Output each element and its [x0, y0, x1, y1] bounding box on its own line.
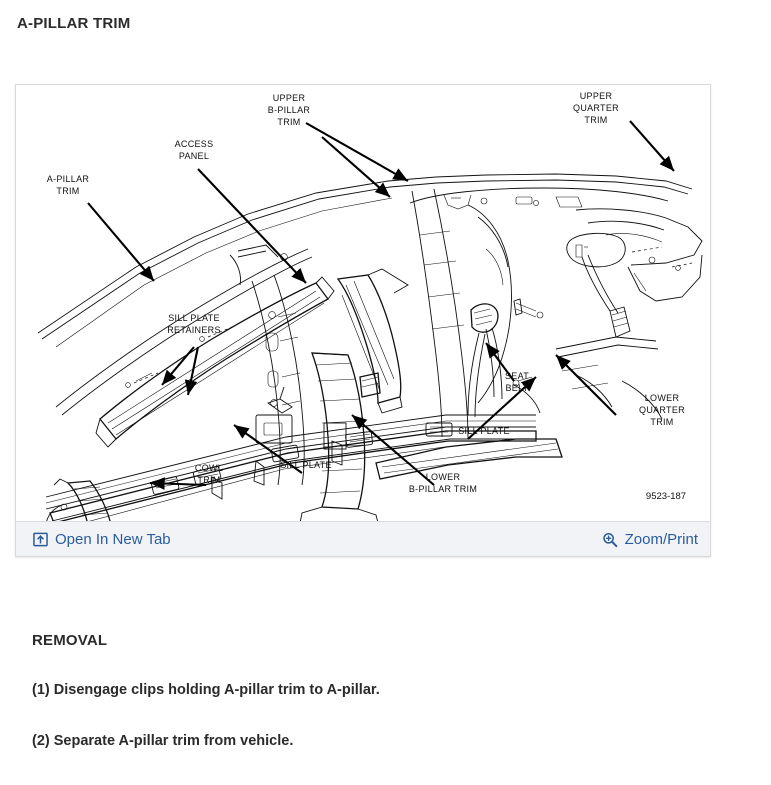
sill-plate-assembly — [45, 386, 563, 522]
a-pillar-trim-exploded-view: A-PILLAR TRIM ACCESS PANEL UPPER B-PILLA… — [37, 91, 703, 522]
label-upper-b-pillar-trim-line2: B-PILLAR — [268, 105, 311, 115]
cowl-trim-part — [46, 478, 111, 522]
upper-b-pillar-trim-part — [336, 268, 409, 414]
open-in-new-tab-label: Open In New Tab — [55, 531, 171, 548]
label-lower-quarter-trim-line2: QUARTER — [639, 405, 685, 415]
label-sill-plate-retainers-line1: SILL PLATE — [168, 313, 220, 323]
open-in-new-tab-button[interactable]: Open In New Tab — [32, 522, 171, 557]
b-pillar-structure — [411, 188, 544, 440]
technical-diagram[interactable]: A-PILLAR TRIM ACCESS PANEL UPPER B-PILLA… — [16, 85, 710, 522]
label-sill-plate-center: SILL PLATE — [280, 460, 332, 470]
label-seat-belt-line1: SEAT — [505, 371, 529, 381]
seat-belt-components — [512, 336, 663, 420]
zoom-print-button[interactable]: Zoom/Print — [602, 522, 698, 557]
label-cowl-trim-line1: COWL — [195, 463, 223, 473]
label-sill-plate-right: SILL PLATE — [458, 426, 510, 436]
label-upper-b-pillar-trim-line1: UPPER — [273, 93, 306, 103]
label-upper-quarter-trim-line3: TRIM — [584, 115, 607, 125]
removal-step-1: (1) Disengage clips holding A-pillar tri… — [32, 682, 380, 698]
label-a-pillar-trim-line1: A-PILLAR — [47, 174, 90, 184]
removal-heading: REMOVAL — [32, 632, 108, 649]
figure-toolbar: Open In New Tab Zoom/Print — [16, 521, 710, 556]
label-upper-quarter-trim-line2: QUARTER — [573, 103, 619, 113]
label-upper-quarter-trim-line1: UPPER — [580, 91, 613, 101]
label-cowl-trim-line2: TRIM — [197, 475, 220, 485]
label-access-panel-line2: PANEL — [179, 151, 209, 161]
label-lower-quarter-trim-line1: LOWER — [645, 393, 680, 403]
a-pillar-trim-part — [55, 248, 335, 448]
label-sill-plate-retainers-line2: RETAINERS — [167, 325, 221, 335]
callout-labels: A-PILLAR TRIM ACCESS PANEL UPPER B-PILLA… — [47, 91, 686, 502]
label-lower-quarter-trim-line3: TRIM — [650, 417, 673, 427]
label-a-pillar-trim-line2: TRIM — [56, 186, 79, 196]
zoom-print-label: Zoom/Print — [624, 531, 698, 548]
label-lower-b-pillar-trim-line2: B-PILLAR TRIM — [409, 484, 477, 494]
lower-b-pillar-trim-part — [299, 352, 379, 522]
label-seat-belt-line2: BELT — [505, 383, 528, 393]
open-in-new-tab-icon — [32, 532, 48, 548]
access-panel-part — [359, 372, 381, 398]
removal-step-2: (2) Separate A-pillar trim from vehicle. — [32, 733, 294, 749]
magnifier-plus-icon — [602, 532, 618, 548]
inner-panel-details — [229, 244, 305, 486]
figure-code: 9523-187 — [646, 491, 686, 502]
page-title: A-PILLAR TRIM — [17, 15, 131, 32]
figure-card: A-PILLAR TRIM ACCESS PANEL UPPER B-PILLA… — [15, 84, 711, 557]
label-access-panel-line1: ACCESS — [175, 139, 214, 149]
label-lower-b-pillar-trim-line1: LOWER — [426, 472, 461, 482]
label-upper-b-pillar-trim-line3: TRIM — [277, 117, 300, 127]
callout-leader-lines — [87, 120, 675, 490]
